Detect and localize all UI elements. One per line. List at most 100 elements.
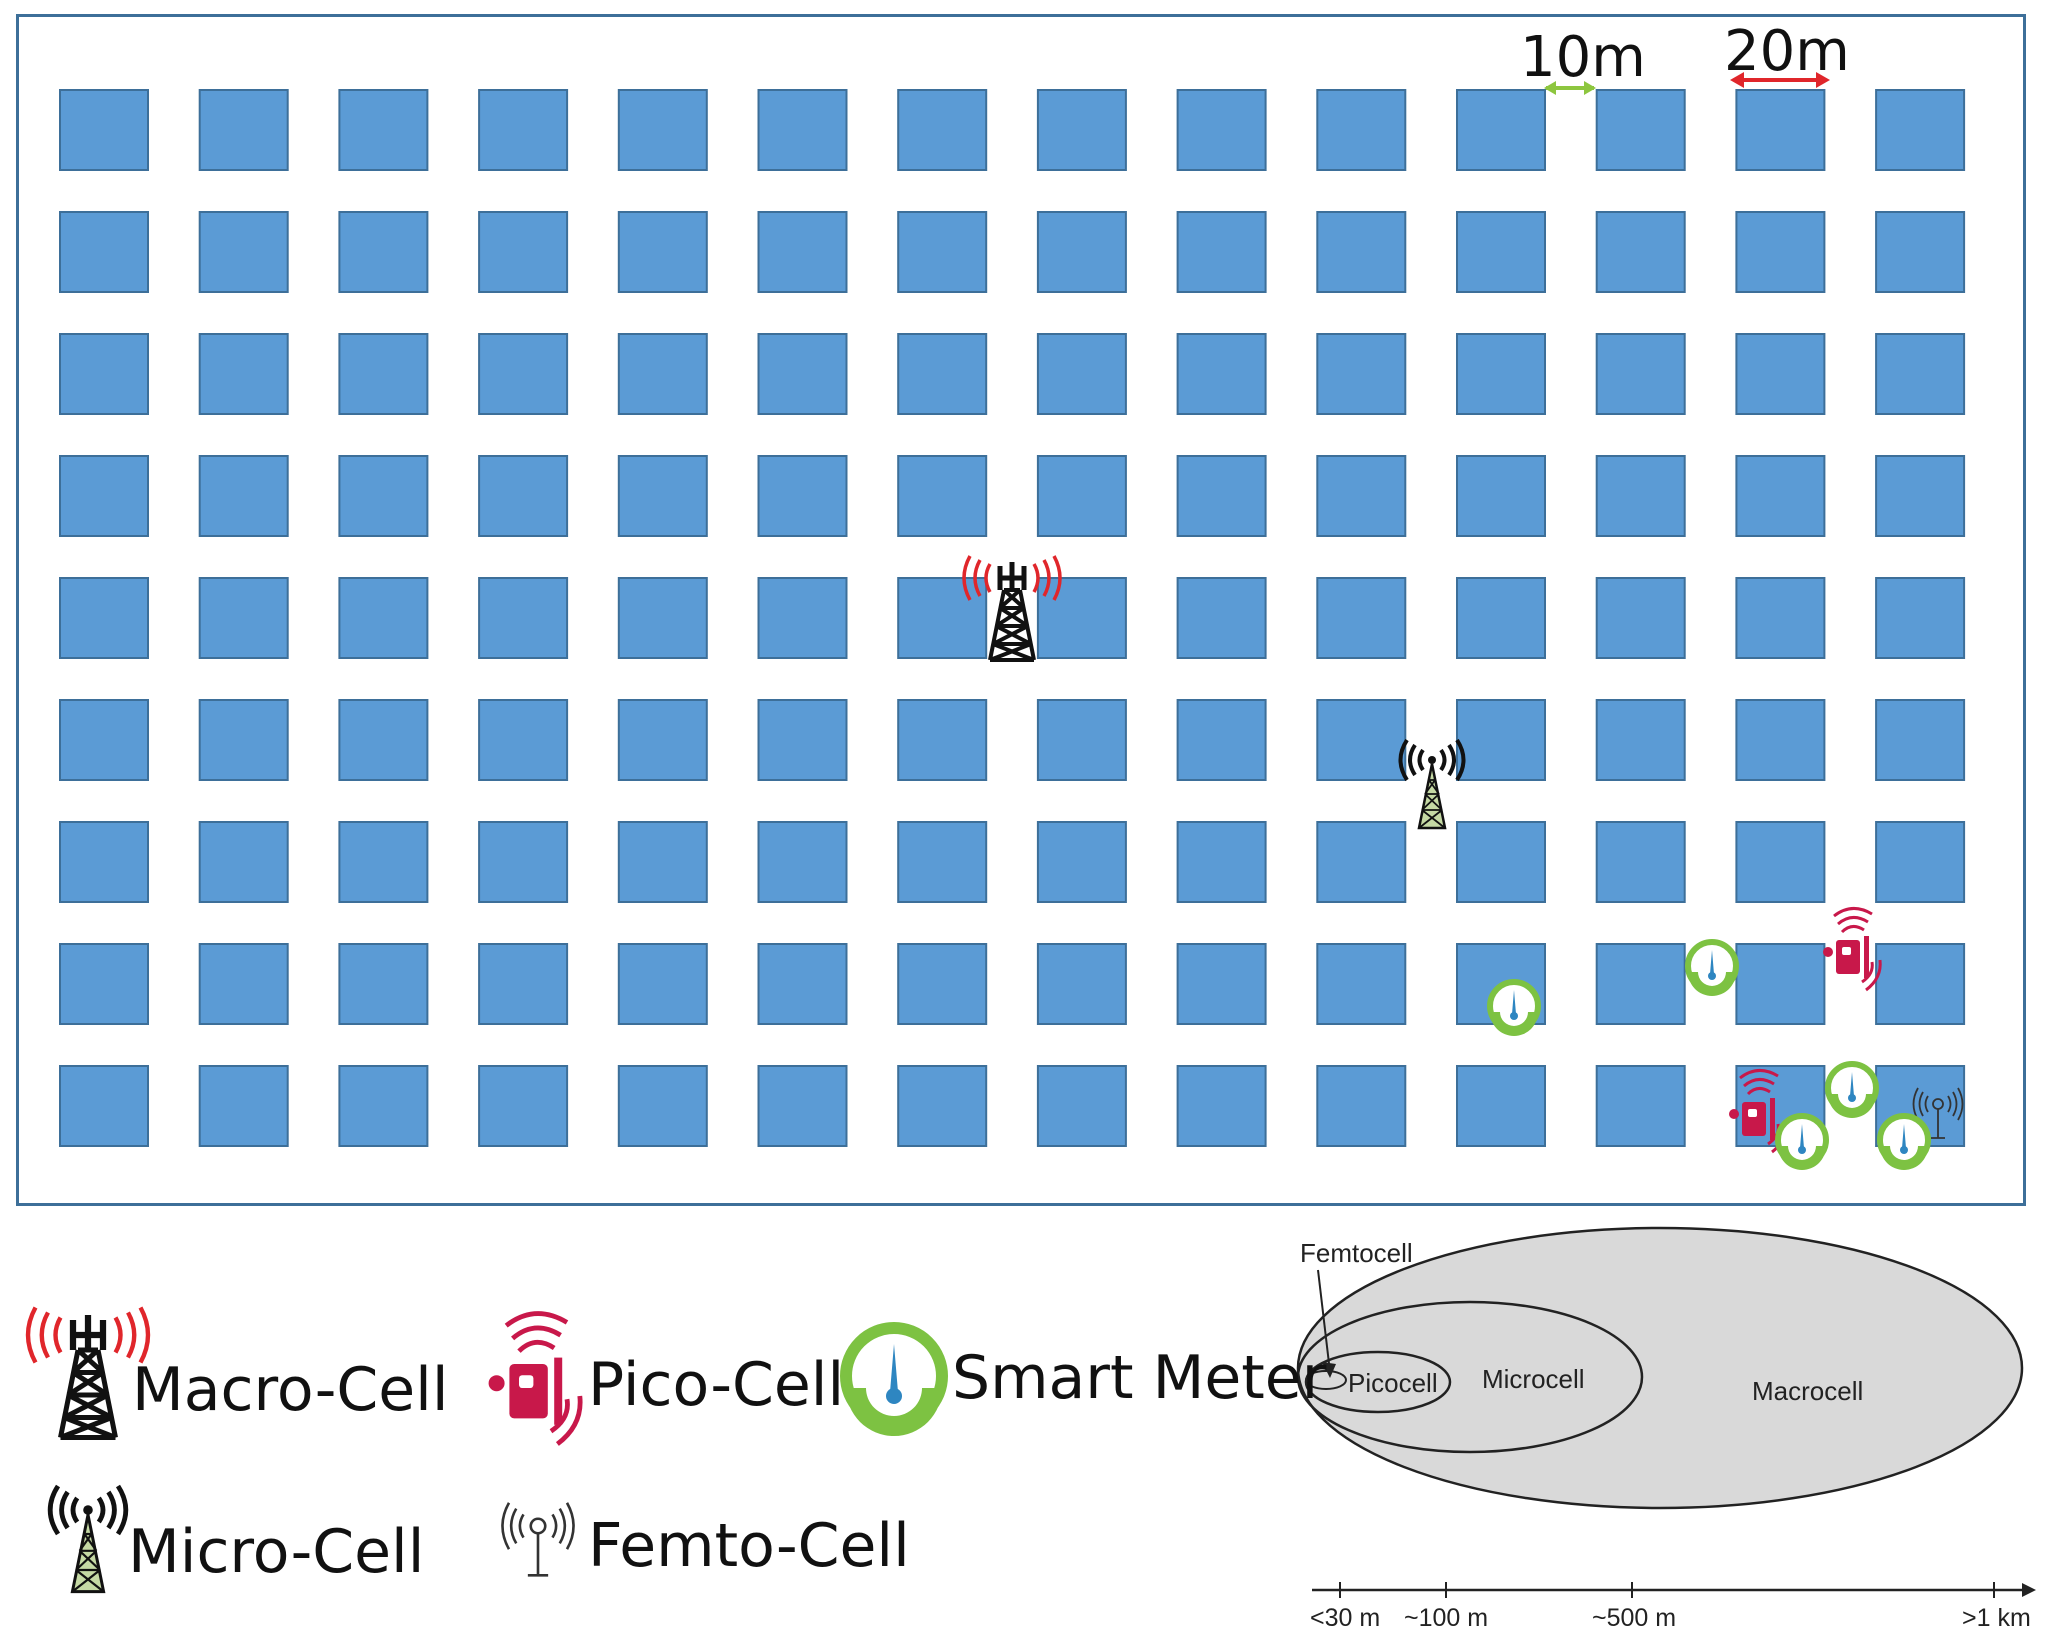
axis-tick-label: >1 km [1962,1604,2031,1632]
city-block [1456,577,1546,659]
smart-meter-icon [1880,1116,1928,1170]
city-block [1176,821,1267,903]
city-block [757,577,848,659]
city-block [757,211,848,293]
city-block [1316,455,1407,537]
city-block [1875,821,1966,903]
city-block [478,333,569,415]
city-block [617,333,708,415]
city-block [1316,577,1407,659]
smart-meter-icon [1828,1064,1876,1118]
legend-macro-cell-icon [28,1308,148,1438]
legend-macro-cell-label: Macro-Cell [132,1355,449,1425]
smart-meter-icon [1490,982,1538,1036]
city-block [1036,821,1127,903]
city-block [198,699,289,781]
city-block [1735,89,1826,171]
city-block [1456,89,1546,171]
city-block [198,1065,289,1147]
city-block [59,699,149,781]
city-block [338,211,429,293]
city-block [1176,577,1267,659]
city-block [1735,211,1826,293]
city-block [1595,943,1686,1025]
city-block [1875,455,1966,537]
city-block [1735,699,1826,781]
smart-meter-icon [1778,1116,1826,1170]
city-block [1456,211,1546,293]
city-block [1595,455,1686,537]
city-block [1036,333,1127,415]
city-block [478,821,569,903]
city-block [478,699,569,781]
city-block [1316,89,1407,171]
city-grid-frame [16,14,2026,1206]
city-block [1176,455,1267,537]
city-block [478,1065,569,1147]
block-dimension-arrow [1730,72,1830,88]
city-block [478,577,569,659]
city-block [198,821,289,903]
city-block [1735,333,1826,415]
city-block [1036,89,1127,171]
city-block [1875,89,1966,171]
city-block [617,699,708,781]
city-block [1316,1065,1407,1147]
smart-meter-icon [1688,942,1736,996]
city-block [1595,211,1686,293]
city-block [1176,333,1267,415]
city-block [1595,699,1686,781]
city-block [59,577,149,659]
city-block [1875,943,1966,1025]
city-block [897,699,988,781]
city-block [897,577,988,659]
legend-pico-cell-label: Pico-Cell [588,1350,845,1420]
city-block [1036,1065,1127,1147]
pico-cell-icon [1821,906,1882,992]
city-block [617,821,708,903]
city-block [757,821,848,903]
city-block [1176,211,1267,293]
coverage-diagram: Femtocell Picocell Microcell Macrocell <… [1296,1226,2036,1632]
city-block [1036,455,1127,537]
city-block [1735,455,1826,537]
city-block [1735,821,1826,903]
city-block [478,89,569,171]
city-block [757,699,848,781]
city-block [198,89,289,171]
city-block [478,455,569,537]
axis-tick-label: <30 m [1310,1604,1380,1632]
city-block [1595,1065,1686,1147]
city-block [617,1065,708,1147]
city-block [1316,699,1407,781]
gap-dimension-arrow [1544,81,1596,95]
legend-pico-cell-icon [489,1314,581,1444]
city-block [617,455,708,537]
city-block [1176,943,1267,1025]
city-block [757,455,848,537]
microcell-label: Microcell [1482,1364,1585,1394]
city-block [198,333,289,415]
city-block [59,333,149,415]
city-block [1595,577,1686,659]
city-block [617,211,708,293]
city-block [59,943,149,1025]
city-block [897,333,988,415]
city-block [59,89,149,171]
legend-micro-cell-label: Micro-Cell [128,1517,425,1587]
axis-tick-label: ~500 m [1592,1604,1676,1632]
city-block [1456,455,1546,537]
city-block [1456,699,1546,781]
city-block [757,943,848,1025]
city-block [757,333,848,415]
city-block [1875,333,1966,415]
femtocell-label: Femtocell [1300,1238,1413,1268]
city-block [757,1065,848,1147]
microcell-ellipse [1296,1300,1644,1454]
city-block [198,943,289,1025]
city-block [478,943,569,1025]
city-block [617,577,708,659]
city-block [338,1065,429,1147]
city-block [897,211,988,293]
axis-tick-label: ~100 m [1404,1604,1488,1632]
